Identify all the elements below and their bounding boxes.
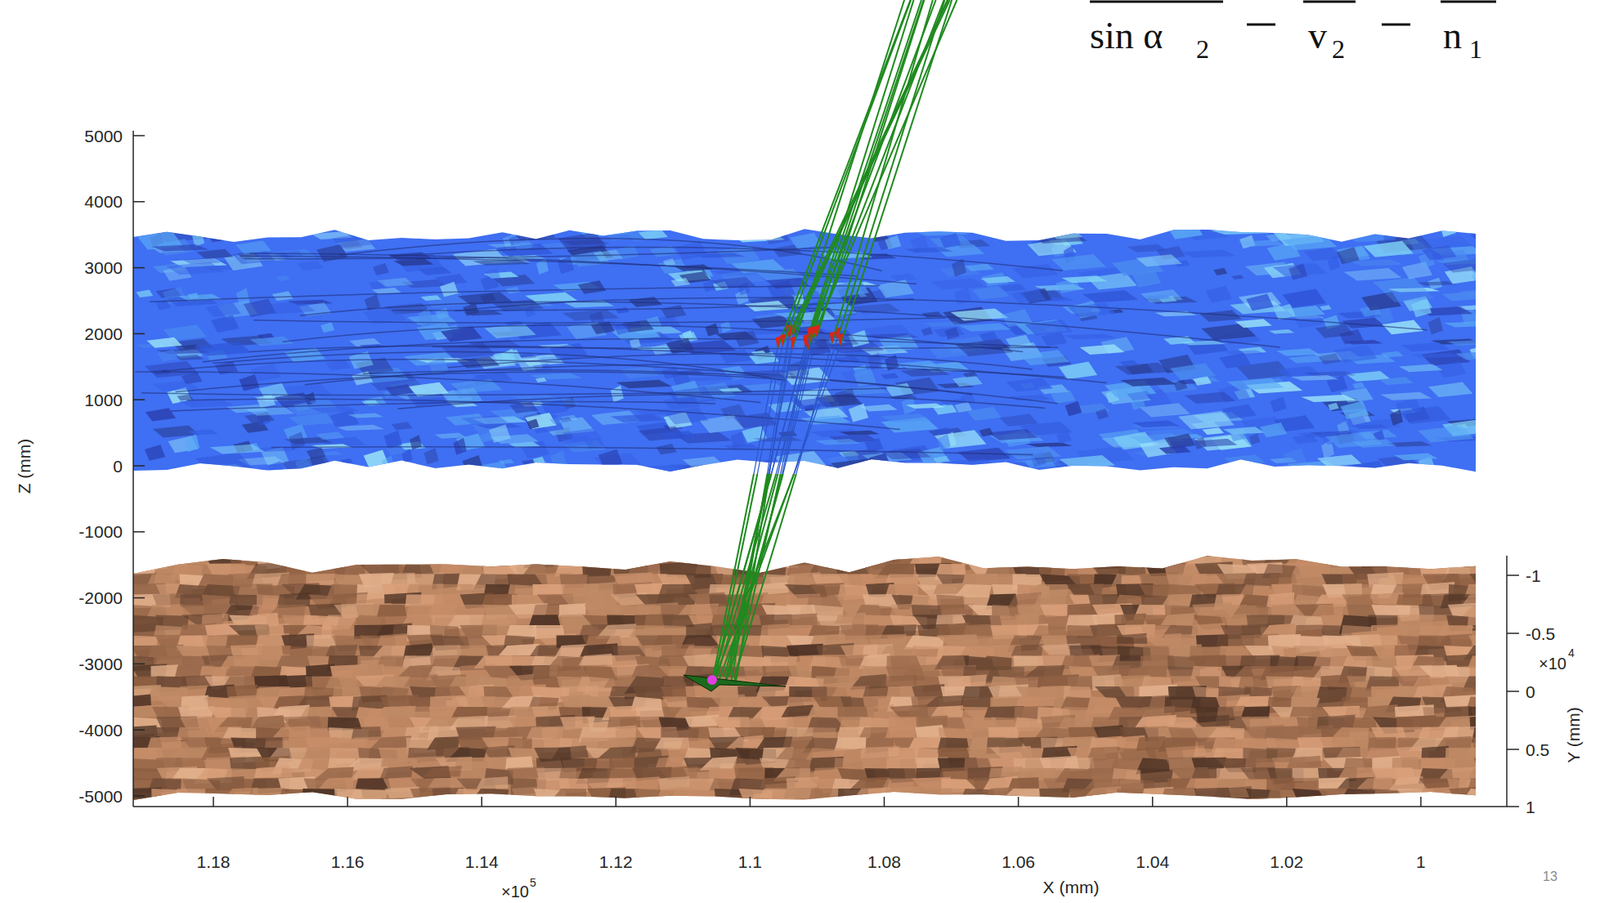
- axis-tick: 3000: [84, 259, 123, 277]
- axis-tick: 4000: [84, 192, 123, 211]
- axes: [133, 130, 1520, 807]
- axis-tick: -3000: [78, 655, 123, 673]
- axis-tick: 5000: [84, 127, 123, 145]
- receiver-array: [683, 675, 786, 692]
- formula-symbol: v: [1308, 17, 1327, 55]
- axis-tick: -1000: [78, 523, 123, 541]
- axis-title: X (mm): [1043, 878, 1100, 897]
- axis-tick: 0: [1525, 683, 1536, 701]
- axis-tick: 1: [1525, 798, 1536, 816]
- axis-tick: -4000: [78, 721, 123, 740]
- axis-exponent: ×10: [501, 883, 529, 901]
- axis-title: Z (mm): [16, 438, 34, 494]
- axis-tick: 1.08: [867, 853, 901, 871]
- axis-tick: 1.18: [197, 853, 231, 871]
- receiver-marker: [707, 675, 718, 686]
- axis-tick: 1.06: [1001, 853, 1036, 871]
- axis-tick: 1.14: [465, 853, 499, 871]
- axis-tick: 0.5: [1525, 741, 1550, 759]
- axis-tick: 1.12: [599, 853, 633, 871]
- axis-tick: 0: [112, 457, 123, 476]
- formula-subscript: 2: [1331, 35, 1345, 63]
- axis-tick: 1000: [84, 391, 123, 409]
- axis-tick: 1.1: [738, 853, 762, 871]
- formula-symbol: n: [1443, 17, 1462, 55]
- axis-exponent: 5: [529, 877, 537, 889]
- axis-tick: -5000: [78, 788, 123, 806]
- axis-tick: 2000: [84, 325, 123, 343]
- axis-title: Y (mm): [1564, 707, 1583, 763]
- axis-tick: 1.02: [1269, 853, 1304, 871]
- axis-tick: 1.16: [331, 853, 365, 871]
- axis-tick: -2000: [78, 589, 123, 607]
- axis-tick: -0.5: [1525, 625, 1556, 643]
- formula-symbol: sin α: [1089, 17, 1163, 55]
- axis-tick: -1: [1525, 567, 1542, 585]
- formula-subscript: 1: [1469, 35, 1483, 63]
- axis-exponent: ×10: [1538, 655, 1567, 673]
- formula-subscript: 2: [1196, 35, 1210, 63]
- page-number: 13: [1542, 870, 1558, 884]
- axis-exponent: 4: [1568, 647, 1575, 659]
- axis-tick: 1: [1416, 853, 1426, 871]
- seabed-surface: [115, 539, 1512, 818]
- ray-paths: [712, 0, 957, 684]
- axis-tick: 1.04: [1135, 853, 1170, 871]
